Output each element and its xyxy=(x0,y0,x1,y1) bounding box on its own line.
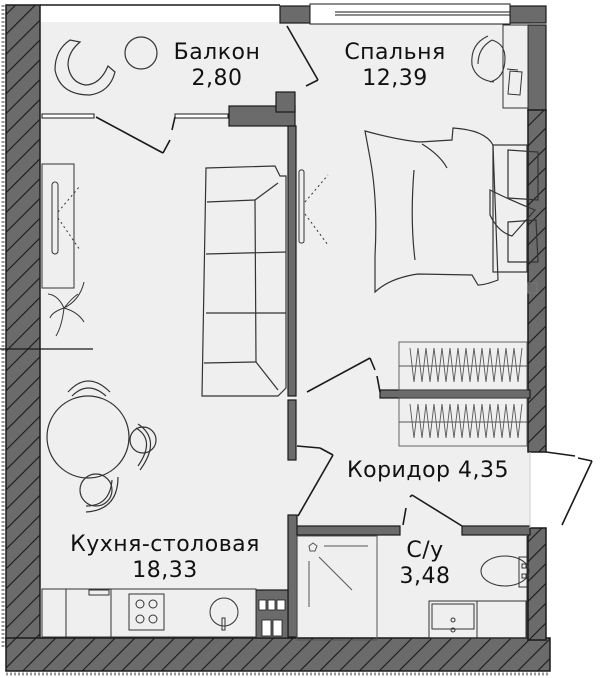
room-area: 3,48 xyxy=(399,564,451,589)
desk-icon xyxy=(502,24,529,109)
room-area: 12,39 xyxy=(362,66,428,91)
tv-living-icon xyxy=(41,163,81,289)
armchair-icon xyxy=(54,39,116,96)
socket-icon xyxy=(527,282,538,294)
plant-icon xyxy=(47,281,85,337)
desk-chair-icon xyxy=(471,35,506,83)
exterior-walls xyxy=(1,3,551,676)
room-label-bedroom: Спальня 12,39 xyxy=(335,40,455,92)
room-name: Спальня xyxy=(344,40,446,65)
room-name-area: Коридор 4,35 xyxy=(347,458,509,483)
room-label-kitchen: Кухня-столовая 18,33 xyxy=(50,532,280,584)
toilet-icon xyxy=(480,555,530,588)
room-label-corridor: Коридор 4,35 xyxy=(338,458,518,484)
kitchen-sink-icon xyxy=(209,597,239,631)
tv-bedroom-icon xyxy=(298,169,329,246)
washbasin-icon xyxy=(428,536,528,639)
ventilation-shaft xyxy=(258,599,286,637)
balcony-partition xyxy=(41,25,319,154)
room-area: 2,80 xyxy=(191,66,243,91)
wardrobe-icon xyxy=(398,341,528,447)
dining-set-icon xyxy=(46,380,157,513)
room-area: 18,33 xyxy=(132,558,198,583)
bed-icon xyxy=(364,127,539,294)
stove-icon xyxy=(128,593,165,631)
room-name: Кухня-столовая xyxy=(70,532,260,557)
room-label-bathroom: С/у 3,48 xyxy=(390,538,460,590)
shower-icon xyxy=(296,535,378,641)
room-label-balcony: Балкон 2,80 xyxy=(157,40,277,92)
room-name: Балкон xyxy=(173,40,261,65)
doors xyxy=(296,357,593,528)
sofa-icon xyxy=(201,165,287,397)
kitchen-counter-icon xyxy=(41,588,257,638)
interior-walls xyxy=(228,91,531,639)
room-name: С/у xyxy=(406,538,444,563)
side-table-icon xyxy=(124,36,158,70)
